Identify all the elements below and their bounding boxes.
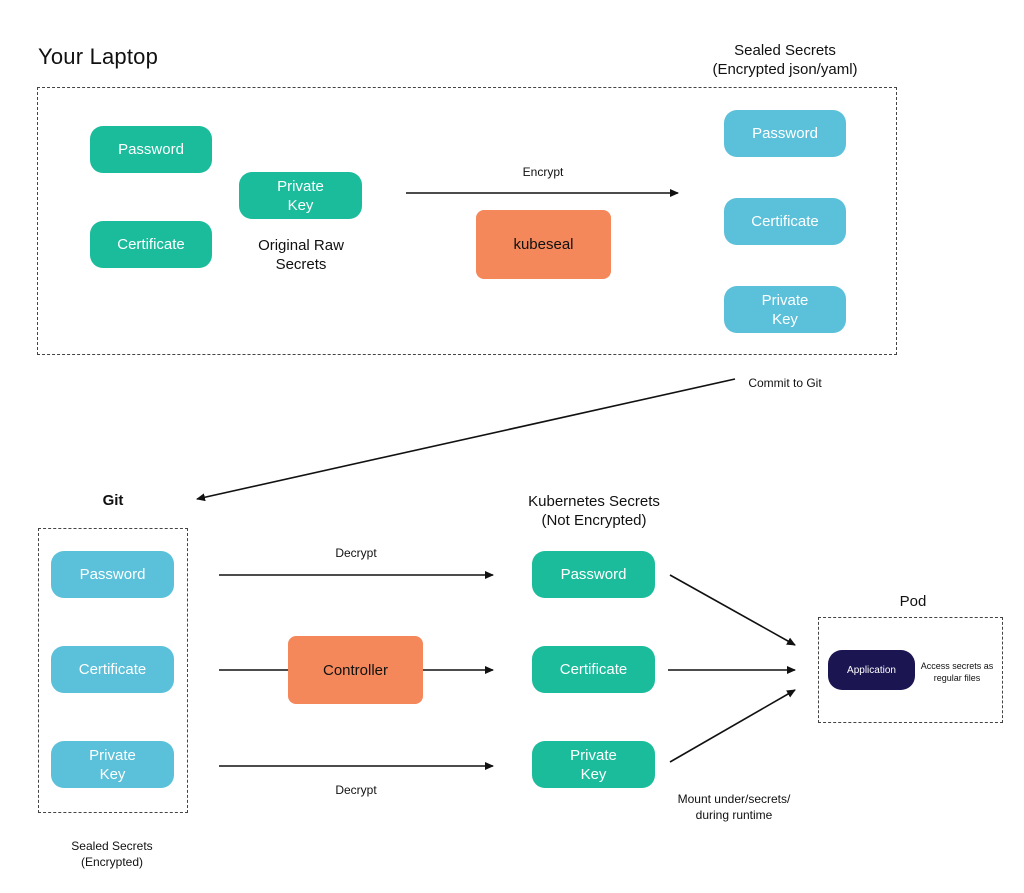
mount-arrow-password	[669, 574, 796, 646]
application-node: Application	[828, 650, 915, 690]
commit-label: Commit to Git	[748, 376, 822, 390]
raw-password-node: Password	[90, 126, 212, 173]
raw-certificate-node: Certificate	[90, 221, 212, 268]
laptop-container	[37, 87, 897, 355]
git-password-node: Password	[51, 551, 174, 598]
mount-caption: Mount under/secrets/ during runtime	[677, 792, 791, 822]
k8s-certificate-node: Certificate	[532, 646, 655, 693]
raw-private-key-node: Private Key	[239, 172, 362, 219]
decrypt-bottom-label: Decrypt	[335, 783, 377, 797]
sealed-password-node: Password	[724, 110, 846, 157]
k8s-secrets-title: Kubernetes Secrets (Not Encrypted)	[528, 493, 660, 529]
pod-note: Access secrets as regular files	[920, 661, 994, 683]
sealed-private-key-node: Private Key	[724, 286, 846, 333]
mount-arrow-private-key	[669, 689, 796, 763]
controller-node: Controller	[288, 636, 423, 704]
pod-title: Pod	[899, 593, 927, 610]
sealed-certificate-node: Certificate	[724, 198, 846, 245]
decrypt-top-label: Decrypt	[335, 546, 377, 560]
k8s-private-key-node: Private Key	[532, 741, 655, 788]
raw-secrets-caption: Original Raw Secrets	[258, 237, 344, 273]
git-caption: Sealed Secrets (Encrypted)	[71, 839, 153, 869]
commit-arrow	[196, 378, 736, 502]
git-title: Git	[102, 492, 124, 509]
laptop-title: Your Laptop	[38, 44, 159, 69]
git-private-key-node: Private Key	[51, 741, 174, 788]
k8s-password-node: Password	[532, 551, 655, 598]
encrypt-label: Encrypt	[522, 165, 564, 179]
kubeseal-node: kubeseal	[476, 210, 611, 279]
pod-container	[818, 617, 1003, 723]
git-certificate-node: Certificate	[51, 646, 174, 693]
git-container	[38, 528, 188, 813]
sealed-secrets-title: Sealed Secrets (Encrypted json/yaml)	[712, 42, 858, 78]
